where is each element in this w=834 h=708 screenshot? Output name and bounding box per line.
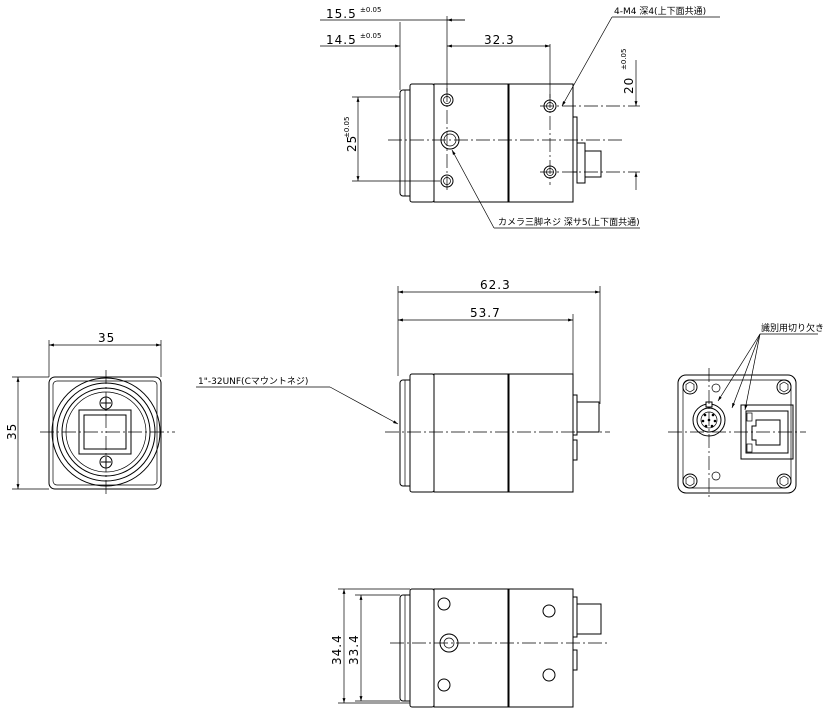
front-view: 35 35 [5, 331, 175, 495]
dim-35-height: 35 [5, 423, 19, 440]
front-body [48, 376, 162, 490]
dim-tol: ±0.05 [360, 6, 381, 14]
bottom-view: 34.4 33.4 [330, 588, 610, 708]
corner-screw-icon [682, 473, 698, 489]
dim-14-5: 14.5 [326, 33, 357, 47]
m4-hole-icon [542, 668, 556, 682]
corner-screw-icon [776, 379, 792, 395]
dim-33-4: 33.4 [347, 634, 361, 665]
rear-body [677, 374, 797, 494]
note-c-mount: 1"-32UNF(Cマウントネジ) [198, 376, 308, 387]
dim-35-width: 35 [98, 331, 115, 345]
bottom-housing [433, 588, 574, 708]
dim-25: 25 [345, 135, 359, 152]
m4-hole-icon [437, 678, 451, 692]
dim-32-3: 32.3 [484, 33, 515, 47]
side-housing [433, 373, 574, 493]
dim-tol: ±0.05 [360, 32, 381, 40]
dim-tol: ±0.05 [343, 117, 351, 138]
note-m4-holes: 4-M4 深4(上下面共通) [614, 6, 706, 17]
corner-screw-icon [682, 379, 698, 395]
note-rotation-notch: 識別用切り欠き [761, 322, 824, 334]
m4-hole-icon [437, 597, 451, 611]
dim-tol: ±0.05 [620, 49, 628, 70]
dim-34-4: 34.4 [330, 634, 344, 665]
side-view: 62.3 53.7 1"-32UNF(Cマウントネジ) [196, 278, 610, 493]
corner-screw-icon [776, 473, 792, 489]
dim-53-7: 53.7 [470, 306, 501, 320]
rear-view: 識別用切り欠き [668, 322, 824, 500]
dim-20: 20 [622, 77, 636, 94]
note-tripod: カメラ三脚ネジ 深サ5(上下面共通) [498, 217, 640, 228]
top-connector [576, 142, 586, 184]
dim-62-3: 62.3 [480, 278, 511, 292]
m4-hole-icon [542, 604, 556, 618]
top-view: 15.5 ±0.05 14.5 ±0.05 32.3 20 ±0.05 25 ±… [320, 6, 720, 229]
dim-15-5: 15.5 [326, 7, 357, 21]
